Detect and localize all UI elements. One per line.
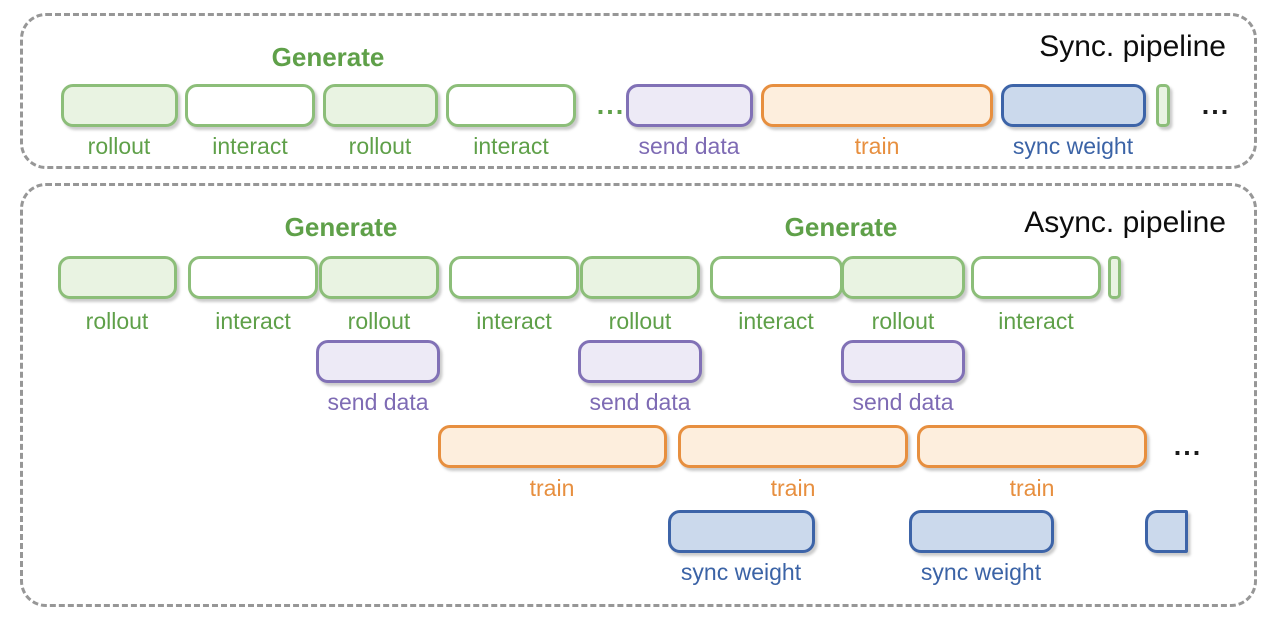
async-interact-label-2: interact bbox=[476, 308, 552, 334]
async-train-label-3: train bbox=[1009, 475, 1055, 501]
async-interact-block-1 bbox=[188, 256, 318, 299]
sync-rollout-label-1: rollout bbox=[87, 133, 151, 159]
async-rollout-label-2: rollout bbox=[347, 308, 411, 334]
async-rollout-block-3 bbox=[580, 256, 700, 299]
async-sync-weight-block-partial bbox=[1145, 510, 1188, 553]
async-generate-label-2: Generate bbox=[784, 212, 898, 242]
async-interact-label-1: interact bbox=[215, 308, 291, 334]
async-train-label-1: train bbox=[529, 475, 575, 501]
sync-train-label: train bbox=[854, 133, 900, 159]
sync-interact-label-2: interact bbox=[473, 133, 549, 159]
sync-generate-label: Generate bbox=[271, 42, 385, 72]
async-pipeline-panel: Async. pipeline Generate Generate rollou… bbox=[20, 183, 1257, 607]
sync-interact-block-1 bbox=[185, 84, 315, 127]
async-interact-block-4 bbox=[971, 256, 1101, 299]
async-train-block-1 bbox=[438, 425, 667, 468]
async-rollout-label-4: rollout bbox=[871, 308, 935, 334]
async-train-block-2 bbox=[678, 425, 908, 468]
sync-interact-block-2 bbox=[446, 84, 576, 127]
async-sync-weight-label-1: sync weight bbox=[680, 559, 802, 585]
async-send-data-label-1: send data bbox=[327, 389, 429, 415]
async-sync-weight-block-2 bbox=[909, 510, 1054, 553]
sync-send-data-block bbox=[626, 84, 753, 127]
async-send-data-block-3 bbox=[841, 340, 965, 383]
async-send-data-label-2: send data bbox=[589, 389, 691, 415]
async-rollout-label-3: rollout bbox=[608, 308, 672, 334]
async-train-label-2: train bbox=[770, 475, 816, 501]
sync-sync-weight-label: sync weight bbox=[1012, 133, 1134, 159]
async-interact-label-4: interact bbox=[998, 308, 1074, 334]
async-repeat-ellipsis: ... bbox=[1173, 431, 1203, 461]
async-interact-block-2 bbox=[449, 256, 579, 299]
sync-train-block bbox=[761, 84, 993, 127]
sync-send-data-label: send data bbox=[638, 133, 740, 159]
async-send-data-label-3: send data bbox=[852, 389, 954, 415]
sync-repeat-ellipsis: ... bbox=[1201, 90, 1231, 120]
async-rollout-block-4 bbox=[841, 256, 965, 299]
async-rollout-block-1 bbox=[58, 256, 177, 299]
async-interact-block-3 bbox=[710, 256, 843, 299]
sync-pipeline-panel: Sync. pipeline Generate ... ... rollout … bbox=[20, 13, 1257, 169]
async-send-data-block-2 bbox=[578, 340, 702, 383]
async-panel-title: Async. pipeline bbox=[1024, 206, 1226, 239]
sync-sync-weight-block bbox=[1001, 84, 1146, 127]
async-send-data-block-1 bbox=[316, 340, 440, 383]
async-sync-weight-label-2: sync weight bbox=[920, 559, 1042, 585]
sync-rollout-label-2: rollout bbox=[348, 133, 412, 159]
async-rollout-label-1: rollout bbox=[85, 308, 149, 334]
sync-interact-label-1: interact bbox=[212, 133, 288, 159]
async-sync-weight-block-1 bbox=[668, 510, 815, 553]
async-interact-label-3: interact bbox=[738, 308, 814, 334]
sync-rollout-block-1 bbox=[61, 84, 178, 127]
async-rollout-block-2 bbox=[319, 256, 439, 299]
sync-panel-title: Sync. pipeline bbox=[1039, 30, 1226, 63]
async-train-block-3 bbox=[917, 425, 1147, 468]
sync-rollout-block-2 bbox=[323, 84, 438, 127]
async-next-rollout-sliver bbox=[1108, 256, 1121, 299]
sync-generate-ellipsis: ... bbox=[596, 90, 626, 120]
sync-next-rollout-sliver bbox=[1156, 84, 1170, 127]
async-generate-label-1: Generate bbox=[284, 212, 398, 242]
